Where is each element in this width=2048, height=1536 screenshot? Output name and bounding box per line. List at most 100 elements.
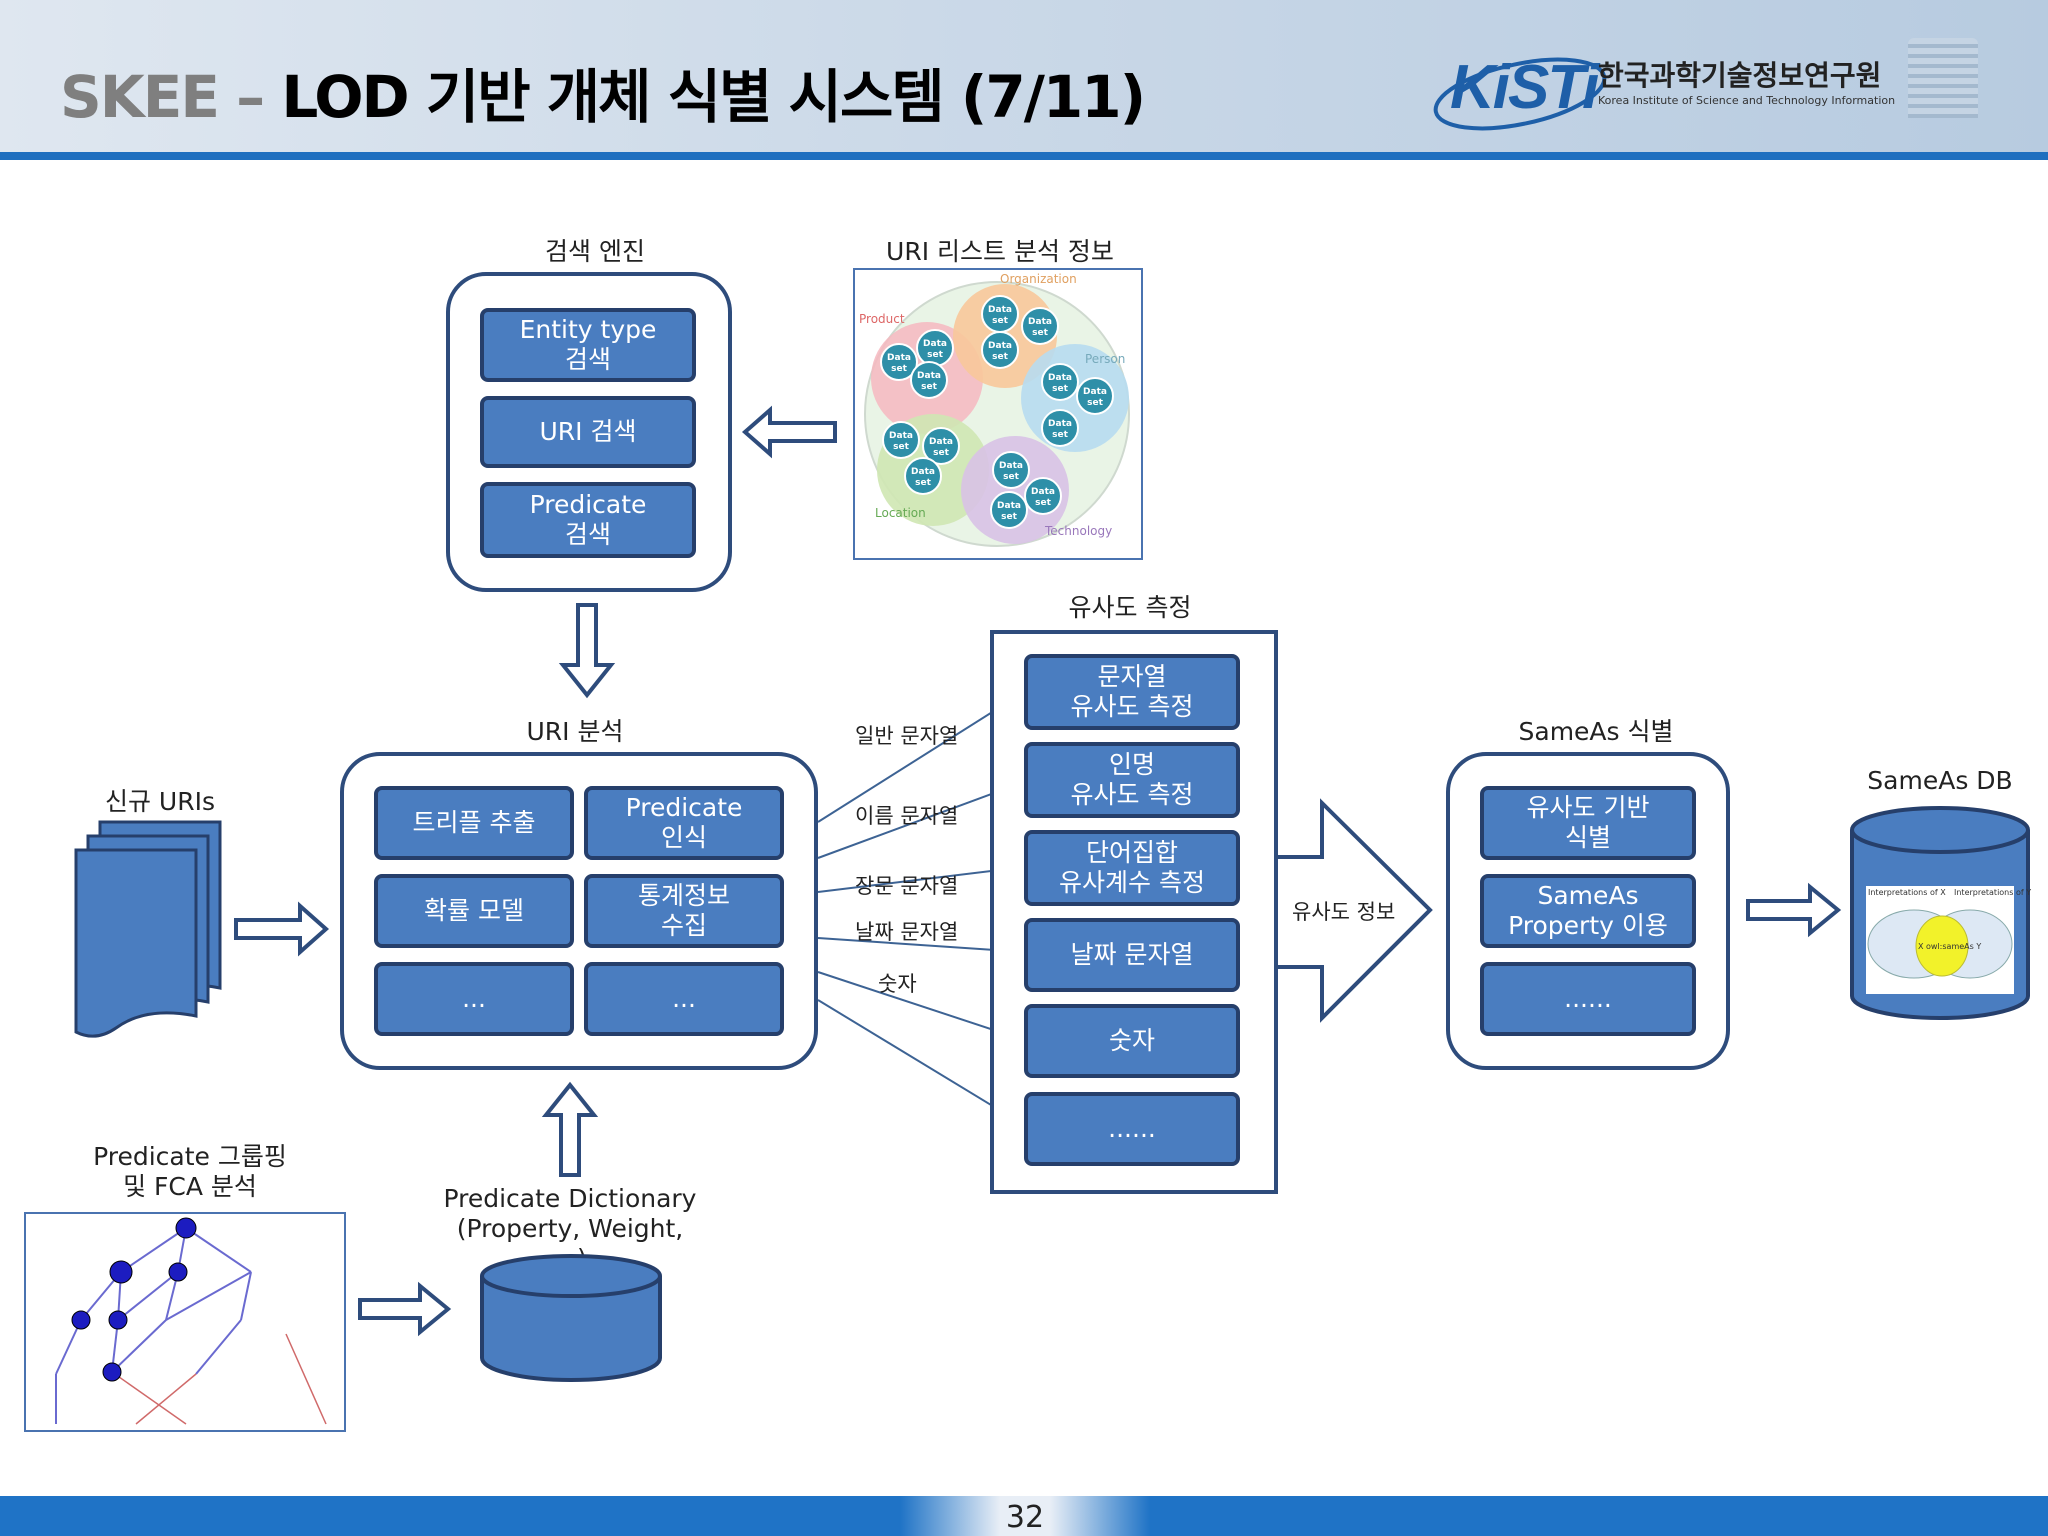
entity-type-search-box: Entity type 검색 — [480, 308, 696, 382]
group-label-technology: Technology — [1045, 524, 1113, 538]
arrow-similarity-info — [1276, 798, 1433, 1023]
db-inner-center-label: X owl:sameAs Y — [1918, 942, 1982, 951]
dataset-bubble-label: set — [933, 448, 949, 458]
arrow-fca-to-dictionary — [358, 1281, 452, 1337]
group-label-product: Product — [859, 312, 905, 326]
similarity-based-identification-box: 유사도 기반 식별 — [1480, 786, 1696, 860]
string-type-number: 숫자 — [878, 972, 917, 996]
predicate-search-box: Predicate 검색 — [480, 482, 696, 558]
triple-extraction-box: 트리플 추출 — [374, 786, 574, 860]
similarity-title: 유사도 측정 — [1068, 593, 1192, 622]
number-box: 숫자 — [1024, 1004, 1240, 1078]
dataset-bubble-label: set — [927, 350, 943, 360]
similarity-more-box: ...... — [1024, 1092, 1240, 1166]
dataset-bubble-label: Data — [1048, 373, 1072, 383]
string-similarity-box: 문자열 유사도 측정 — [1024, 654, 1240, 730]
dataset-bubble-label: Data — [999, 461, 1023, 471]
dataset-bubble-label: set — [1032, 328, 1048, 338]
arrow-urilist-to-engine — [741, 405, 837, 459]
similarity-info-label: 유사도 정보 — [1292, 900, 1396, 924]
dataset-bubble-label: set — [1052, 430, 1068, 440]
title-main: LOD 기반 개체 식별 시스템 (7/11) — [281, 63, 1146, 131]
dataset-bubble-label: Data — [997, 501, 1021, 511]
sameas-title: SameAs 식별 — [1518, 717, 1674, 746]
dataset-bubble-label: Data — [887, 353, 911, 363]
dataset-bubble-label: Data — [1048, 419, 1072, 429]
dataset-bubble-label: set — [891, 364, 907, 374]
venn-group-labels: Organization Product Person Location Tec… — [855, 270, 1141, 558]
dataset-bubble-label: set — [1003, 472, 1019, 482]
logo-english-name: Korea Institute of Science and Technolog… — [1598, 94, 1896, 107]
dataset-bubble-label: set — [1052, 384, 1068, 394]
dataset-bubble-label: Data — [929, 437, 953, 447]
arrow-sameas-to-db — [1746, 882, 1842, 938]
statistics-collection-box: 통계정보 수집 — [584, 874, 784, 948]
fca-lattice-icon — [55, 1217, 327, 1425]
dataset-bubble-label: Data — [917, 371, 941, 381]
dataset-bubble-label: set — [1087, 398, 1103, 408]
header-divider — [0, 152, 2048, 160]
search-engine-title: 검색 엔진 — [545, 237, 645, 266]
dataset-bubble-label: set — [893, 442, 909, 452]
uri-search-box: URI 검색 — [480, 396, 696, 468]
dataset-bubble-label: Data — [923, 339, 947, 349]
dataset-bubble-label: set — [992, 316, 1008, 326]
logo-korean-name: 한국과학기술정보연구원 — [1598, 59, 1882, 92]
name-similarity-box: 인명 유사도 측정 — [1024, 742, 1240, 818]
dataset-bubble-label: set — [1035, 498, 1051, 508]
arrow-newuris-to-analysis — [234, 901, 330, 957]
date-string-box: 날짜 문자열 — [1024, 918, 1240, 992]
dataset-bubble-label: Data — [1083, 387, 1107, 397]
uri-analysis-title: URI 분석 — [526, 717, 624, 746]
logo-wordmark: KiSTi — [1450, 53, 1599, 122]
document-stack-icon — [74, 820, 222, 1038]
dataset-bubble-label: Data — [1028, 317, 1052, 327]
string-type-name: 이름 문자열 — [855, 804, 959, 828]
title-prefix: SKEE – — [60, 63, 282, 131]
string-type-date: 날짜 문자열 — [855, 920, 959, 944]
arrow-engine-to-analysis — [558, 603, 616, 699]
db-inner-right-label: Interpretations of Y — [1954, 888, 2032, 897]
dictionary-cylinder-icon — [480, 1254, 662, 1382]
group-label-location: Location — [875, 506, 926, 520]
analysis-more-box-2: ... — [584, 962, 784, 1036]
uri-list-title: URI 리스트 분석 정보 — [886, 237, 1114, 266]
string-type-general: 일반 문자열 — [855, 724, 959, 748]
dataset-bubble-label: Data — [1031, 487, 1055, 497]
sameas-db-title: SameAs DB — [1867, 766, 2013, 795]
sameas-more-box: ...... — [1480, 962, 1696, 1036]
string-type-arrows — [817, 692, 1024, 1125]
dataset-bubble-label: Data — [889, 431, 913, 441]
group-label-person: Person — [1085, 352, 1126, 366]
predicate-recognition-box: Predicate 인식 — [584, 786, 784, 860]
dataset-bubble-label: set — [992, 352, 1008, 362]
dataset-bubble-label: set — [921, 382, 937, 392]
new-uris-title: 신규 URIs — [104, 787, 215, 816]
predicate-grouping-title: Predicate 그룹핑 및 FCA 분석 — [93, 1142, 287, 1201]
dataset-bubble-label: set — [915, 478, 931, 488]
db-inner-left-label: Interpretations of X — [1868, 888, 1946, 897]
dataset-bubble-label: Data — [988, 341, 1012, 351]
dataset-bubble-label: set — [1001, 512, 1017, 522]
logo-swoosh-icon — [1433, 57, 1607, 131]
slide-header — [0, 0, 2048, 158]
page-number: 32 — [1005, 1500, 1045, 1535]
footer-page-highlight — [900, 1496, 1150, 1536]
database-cylinder-icon — [1850, 806, 2030, 1020]
building-image — [1908, 38, 1978, 118]
word-set-coefficient-box: 단어집합 유사계수 측정 — [1024, 830, 1240, 906]
group-label-organization: Organization — [1000, 272, 1077, 286]
arrow-dictionary-to-analysis — [541, 1081, 599, 1177]
slide-title: SKEE – LOD 기반 개체 식별 시스템 (7/11) — [60, 50, 1146, 134]
string-type-long: 장문 문자열 — [855, 874, 959, 898]
sameas-property-box: SameAs Property 이용 — [1480, 874, 1696, 948]
kisti-logo: KiSTi 한국과학기술정보연구원 Korea Institute of Sci… — [1430, 38, 1990, 136]
analysis-more-box-1: ... — [374, 962, 574, 1036]
fca-lattice-image — [24, 1212, 346, 1432]
probability-model-box: 확률 모델 — [374, 874, 574, 948]
dataset-bubble-label: Data — [988, 305, 1012, 315]
dataset-bubble-label: Data — [911, 467, 935, 477]
